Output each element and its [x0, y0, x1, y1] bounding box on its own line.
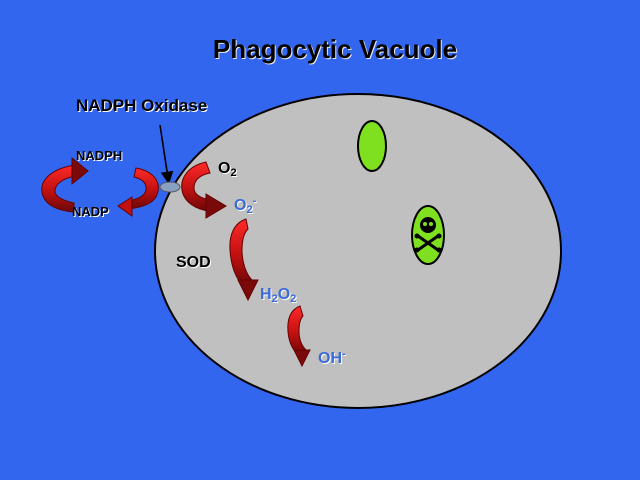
- slide-title: Phagocytic Vacuole: [212, 34, 458, 64]
- peroxide-oxygen-subscript: 2: [290, 293, 297, 305]
- dead-bacterium: [411, 205, 445, 265]
- hydroxyl-label: OH-: [318, 348, 346, 368]
- superoxide-charge: -: [252, 195, 257, 207]
- superoxide-label: O2-: [234, 195, 256, 216]
- hydroxyl-charge: -: [342, 348, 346, 360]
- hydrogen-subscript: 2: [271, 293, 278, 305]
- peroxide-to-hydroxyl-arrow: [287, 305, 311, 368]
- oxidase-pointer: [159, 124, 174, 185]
- oxygen-symbol: O: [218, 160, 231, 177]
- nadp-label: NADP: [72, 204, 109, 219]
- sod-label: SOD: [176, 254, 211, 271]
- oxygen-label: O2: [218, 160, 237, 179]
- hydrogen-peroxide-label: H2O2: [260, 286, 296, 305]
- bacterium: [357, 120, 387, 172]
- nadph-oxidase-label: NADPH Oxidase: [76, 96, 208, 115]
- superoxide-subscript: 2: [246, 204, 253, 216]
- o2-to-superoxide-arrow: [181, 161, 227, 219]
- oxygen-subscript: 2: [230, 167, 237, 179]
- cycle-arrow-icon: [41, 156, 159, 217]
- hydroxyl-symbol: OH: [318, 350, 342, 367]
- oxidase-enzyme: [159, 181, 181, 193]
- hydrogen-symbol: H: [260, 286, 272, 303]
- vacuole: [154, 93, 562, 409]
- skull-crossbones-icon: [414, 217, 442, 253]
- superoxide-symbol: O: [234, 197, 247, 214]
- sod-arrow: [229, 218, 259, 302]
- nadph-label: NADPH: [76, 148, 123, 163]
- peroxide-oxygen-symbol: O: [277, 286, 291, 303]
